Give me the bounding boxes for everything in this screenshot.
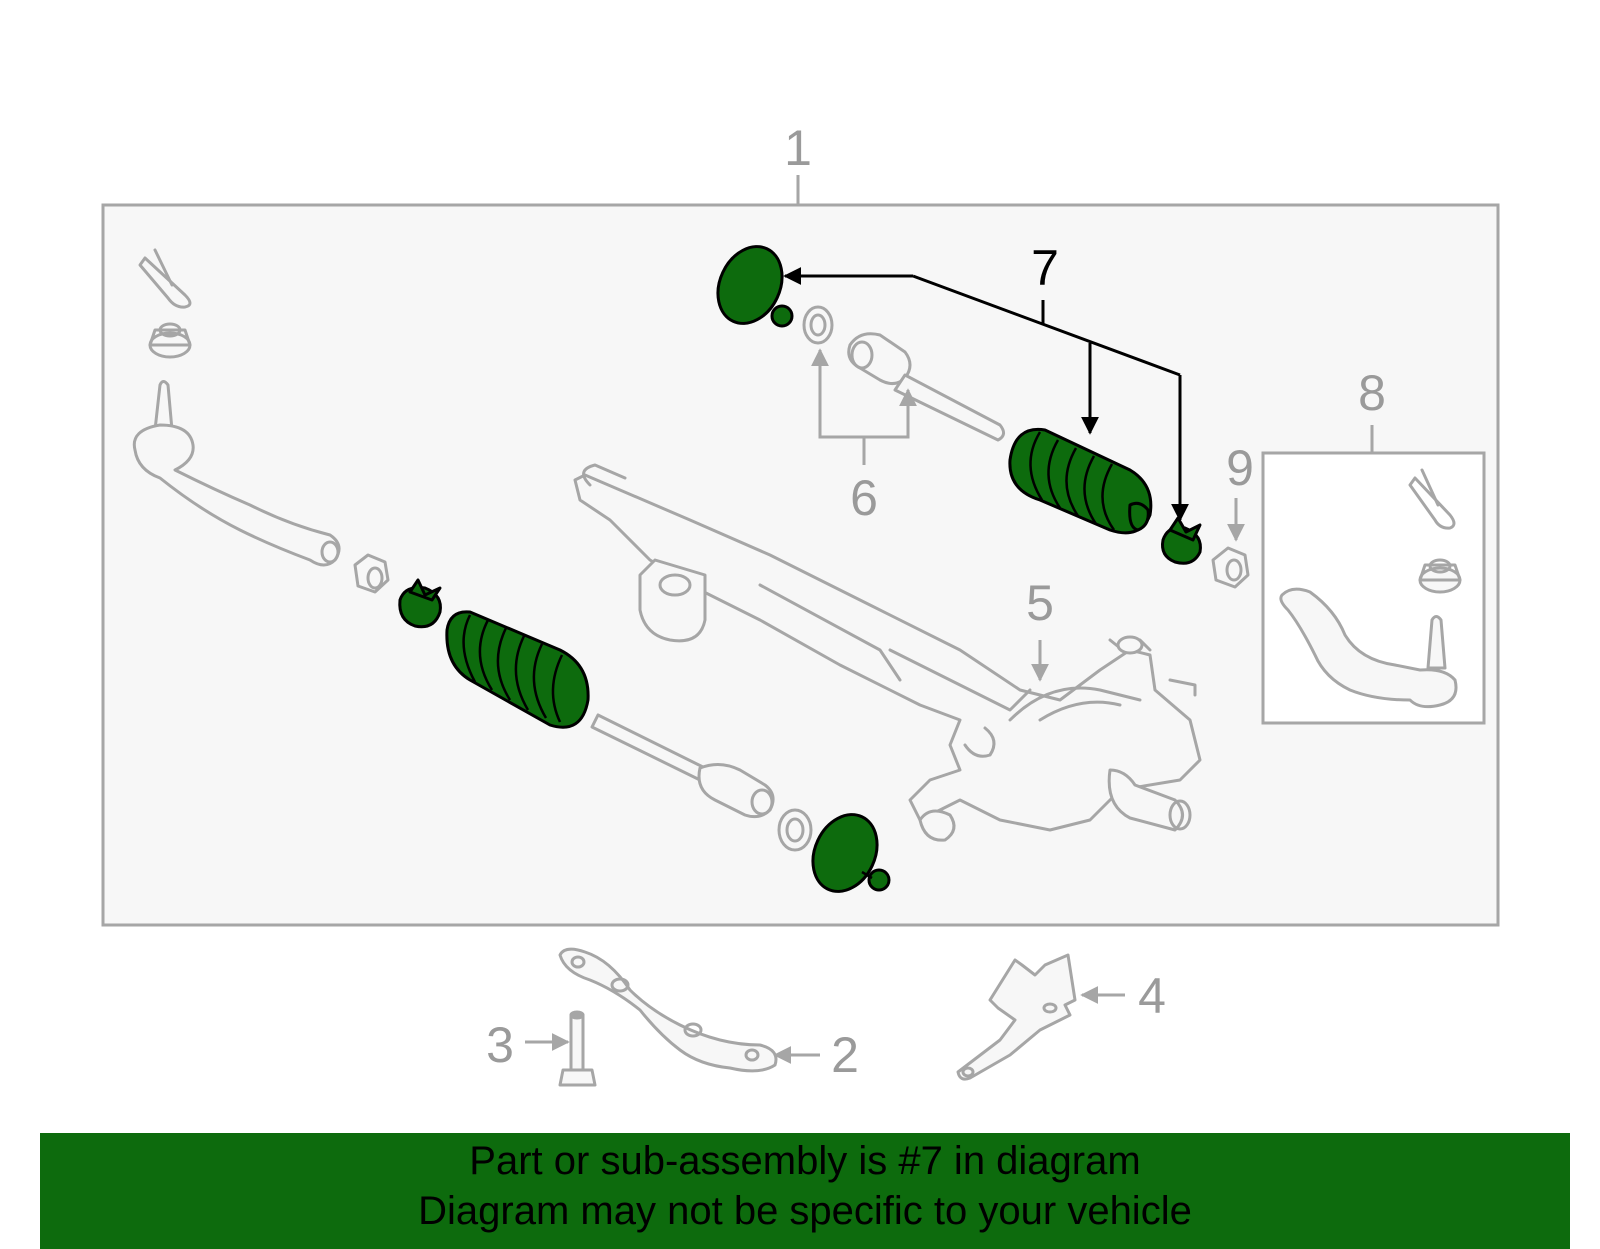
left-jam-nut bbox=[353, 553, 390, 594]
banner-line-part-number: Part or sub-assembly is #7 in diagram bbox=[469, 1139, 1141, 1183]
right-lock-washer bbox=[802, 305, 834, 345]
left-tie-rod-end bbox=[132, 380, 341, 567]
left-castle-nut bbox=[148, 322, 192, 359]
left-steering-boot bbox=[445, 610, 590, 729]
info-banner: Part or sub-assembly is #7 in diagram Di… bbox=[40, 1133, 1570, 1249]
mounting-bolt bbox=[558, 1010, 597, 1087]
right-boot-clamp bbox=[1161, 516, 1202, 565]
callout-7: 7 bbox=[1031, 240, 1059, 296]
callout-2: 2 bbox=[831, 1027, 859, 1083]
right-seal-plug bbox=[716, 245, 794, 328]
callout-6-bracket bbox=[811, 348, 917, 465]
steering-rack-housing bbox=[573, 463, 1202, 842]
banner-line-disclaimer: Diagram may not be specific to your vehi… bbox=[418, 1189, 1192, 1233]
right-cotter-pin bbox=[1408, 468, 1456, 530]
callout-9: 9 bbox=[1226, 440, 1254, 496]
left-boot-clamp bbox=[398, 578, 442, 629]
right-castle-nut bbox=[1418, 558, 1462, 594]
callout-3: 3 bbox=[486, 1017, 514, 1073]
callout-5: 5 bbox=[1026, 575, 1054, 631]
right-inner-tie-rod bbox=[847, 332, 1005, 442]
right-tie-rod-end bbox=[1279, 587, 1458, 709]
callout-8: 8 bbox=[1358, 365, 1386, 421]
support-plate bbox=[956, 953, 1077, 1081]
right-steering-boot bbox=[1008, 427, 1153, 535]
mounting-bracket bbox=[558, 947, 778, 1073]
callout-6: 6 bbox=[850, 470, 878, 526]
right-jam-nut bbox=[1211, 546, 1250, 589]
callout-7-leaders bbox=[783, 267, 1189, 522]
left-lock-washer bbox=[777, 808, 813, 852]
callout-1: 1 bbox=[784, 120, 812, 176]
left-cotter-pin bbox=[138, 248, 192, 309]
callout-4: 4 bbox=[1138, 968, 1166, 1024]
left-inner-tie-rod bbox=[590, 713, 775, 819]
left-seal-plug bbox=[811, 813, 891, 893]
